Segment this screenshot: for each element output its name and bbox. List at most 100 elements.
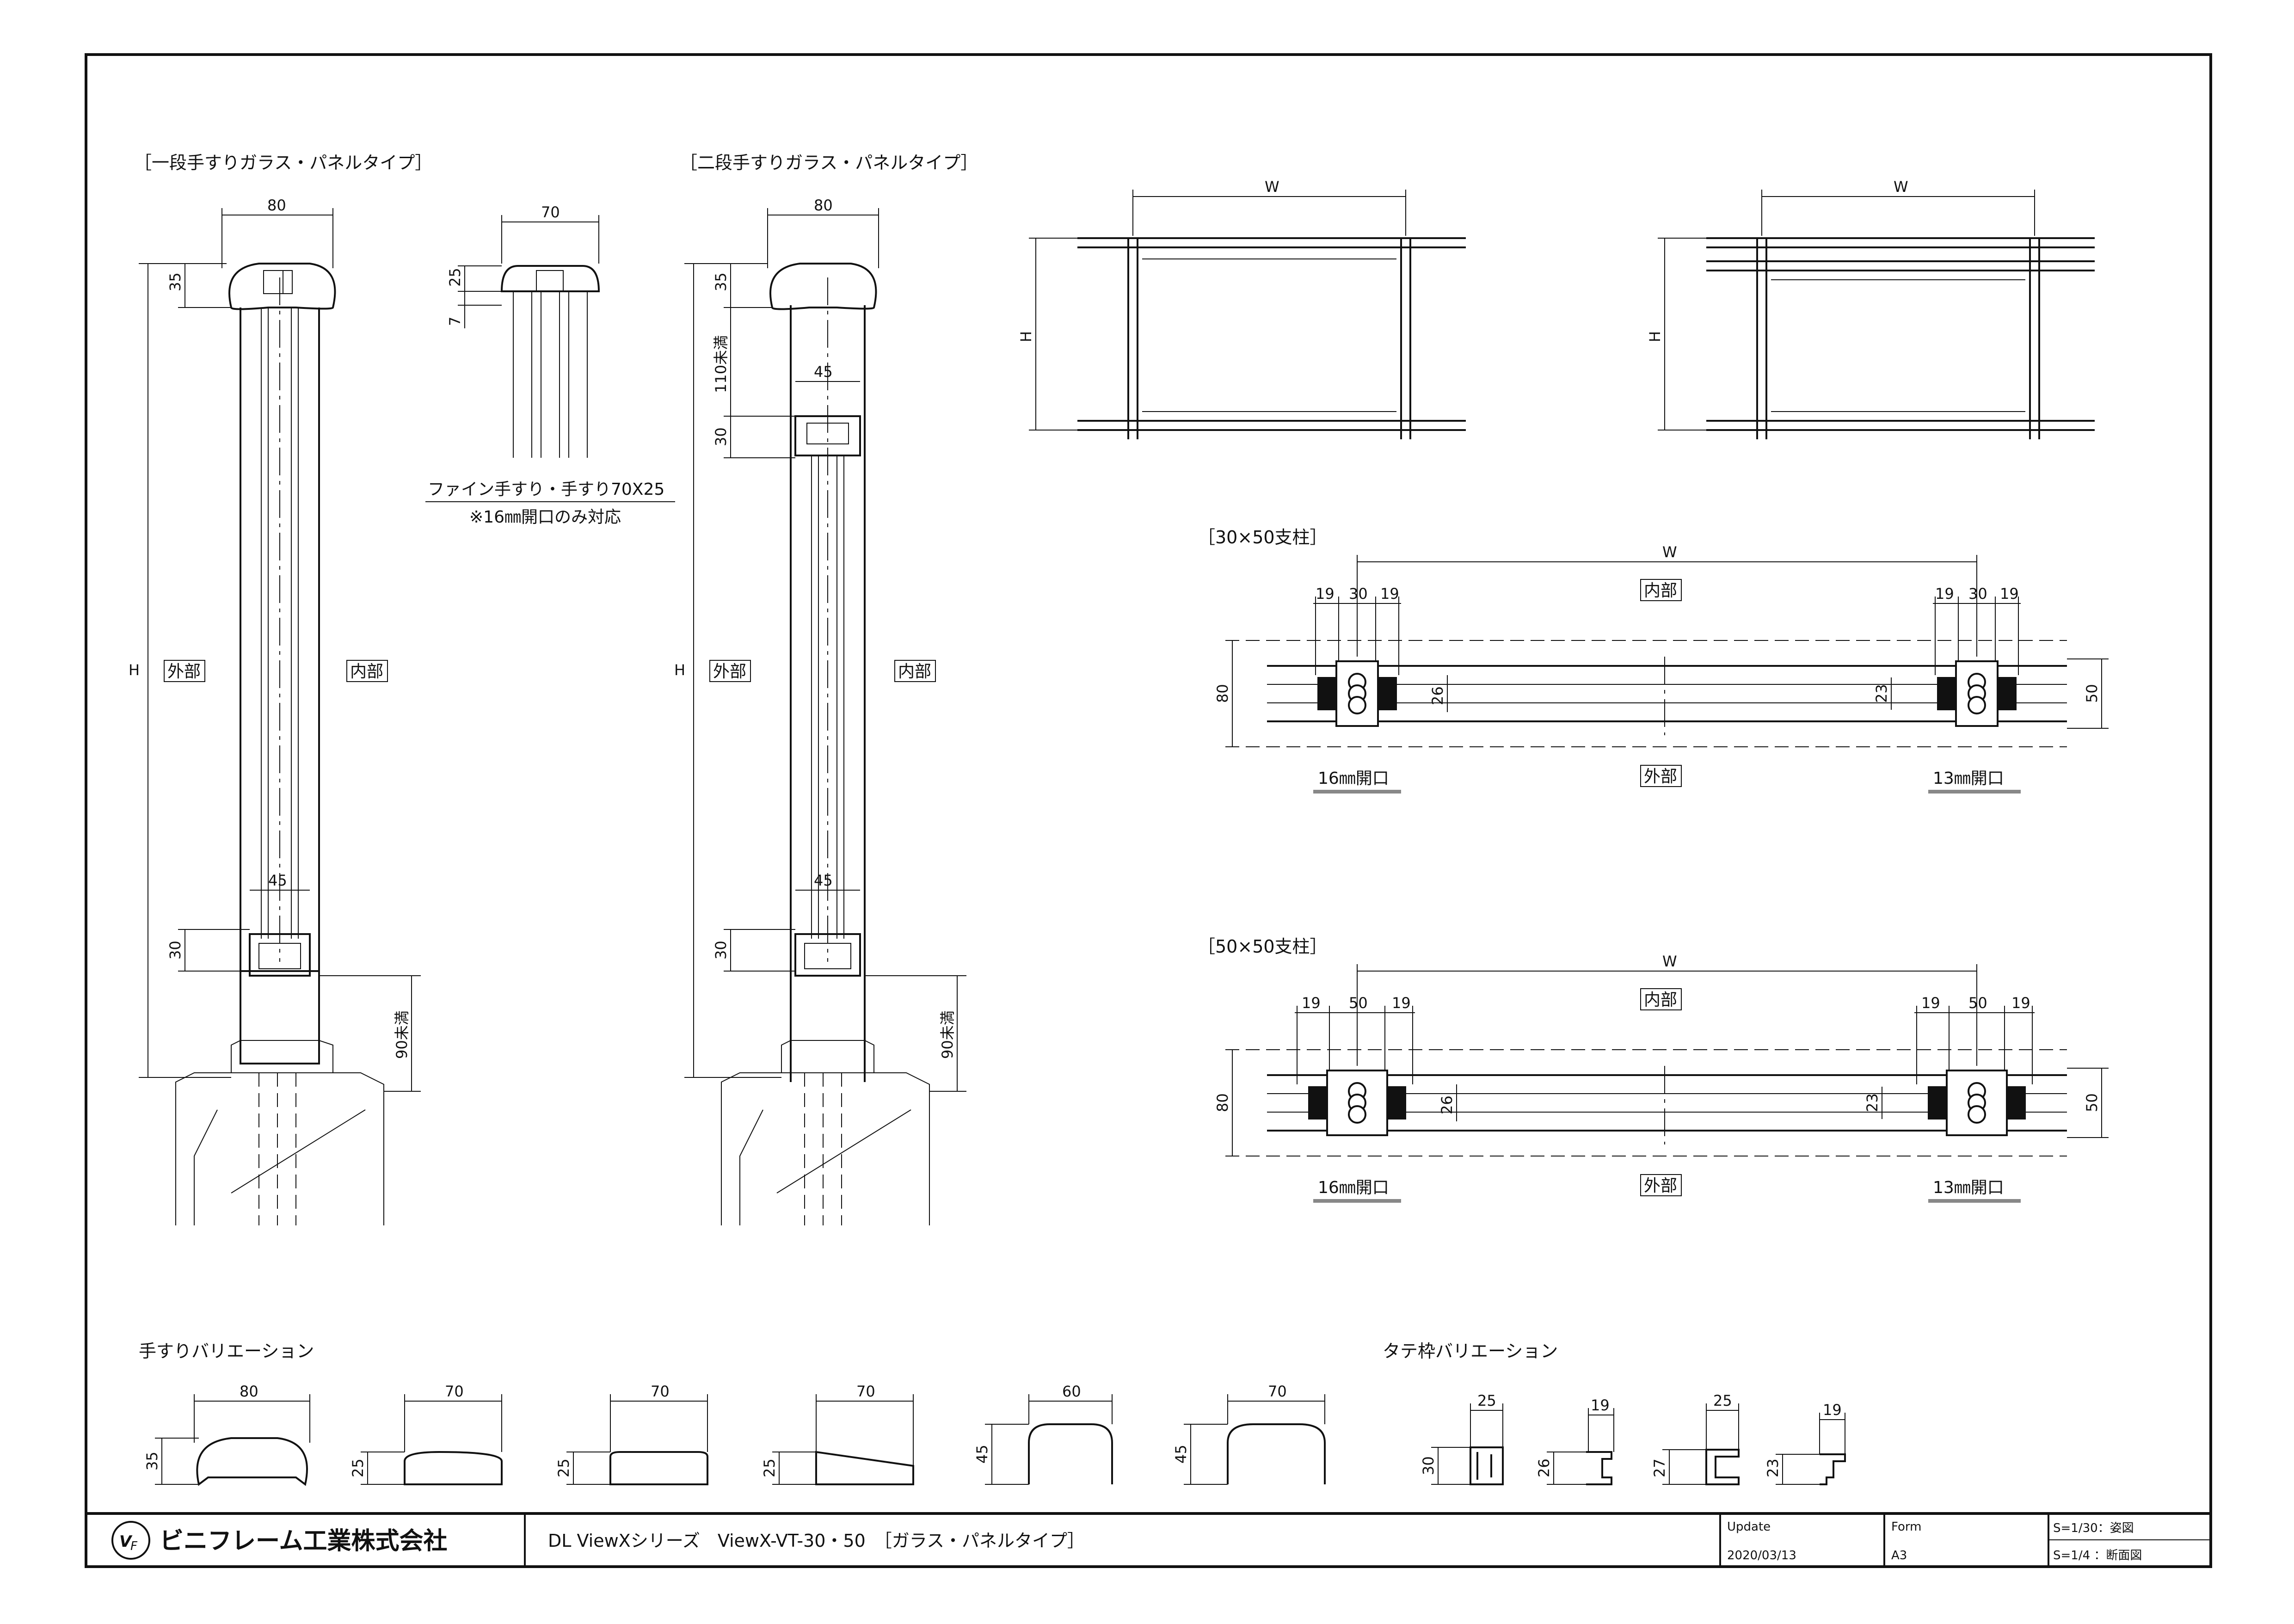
dim-25-var3: 25 [555, 1458, 572, 1477]
plan-50x50: W 19 50 19 19 50 19 80 50 26 23 内部 外部 16… [1214, 953, 2109, 1203]
dim-70-var4: 70 [856, 1383, 875, 1400]
dim-80-double: 80 [814, 197, 833, 214]
plan-30x50: W 19 30 19 19 30 19 80 50 26 23 内部 外部 16… [1214, 543, 2109, 794]
slab-outline-double [721, 1072, 930, 1225]
dim-W-50x50: W [1662, 953, 1677, 970]
dim-25-frame1: 25 [1477, 1392, 1496, 1409]
company-logo [111, 1521, 150, 1560]
dim-W-elev-double: W [1894, 178, 1908, 196]
update-label: Update [1727, 1520, 1771, 1534]
frame-variations: 25 30 19 26 25 27 [1420, 1392, 1846, 1485]
dim-23-frame4: 23 [1764, 1458, 1782, 1477]
dim-70-var2: 70 [445, 1383, 464, 1400]
title-block: V F ビニフレーム工業株式会社 DL ViewXシリーズ ViewX-VT-3… [86, 1512, 2211, 1567]
label-interior-double: 内部 [898, 662, 931, 681]
section-title-post-50x50: ［50×50支柱］ [1198, 936, 1328, 957]
single-rail-section: 80 H 35 45 30 90未満 外部 内部 [129, 197, 421, 1225]
dim-70-var3: 70 [651, 1383, 670, 1400]
dim-45-double-bottom: 45 [814, 872, 833, 889]
dim-23-30x50: 23 [1873, 684, 1890, 703]
dim-26-30x50: 26 [1429, 686, 1446, 705]
frame-variation-19x23: 19 23 [1764, 1401, 1846, 1485]
scale-elevation: S=1/30：姿図 [2053, 1521, 2134, 1535]
frame-variation-19x26: 19 26 [1535, 1396, 1614, 1485]
dim-70-var6: 70 [1268, 1383, 1287, 1400]
section-title-single-rail: ［一段手すりガラス・パネルタイプ］ [134, 153, 432, 173]
dim-80-50x50: 80 [1214, 1093, 1231, 1112]
label-interior-30x50: 内部 [1644, 581, 1677, 600]
slab-outline-single [175, 1072, 384, 1225]
dim-25-frame3: 25 [1713, 1392, 1732, 1409]
dim-110-double: 110未満 [712, 335, 730, 393]
fine-handrail-profile [500, 265, 600, 292]
fine-handrail-note: ※16㎜開口のみ対応 [469, 508, 621, 527]
dim-45-double-top: 45 [814, 363, 833, 381]
label-16-50x50: 16㎜開口 [1318, 1178, 1389, 1197]
dim-H-elev-double: H [1646, 331, 1664, 342]
frame-variation-25x30: 25 30 [1420, 1392, 1504, 1485]
scale-section: S=1/4 ：断面図 [2053, 1549, 2142, 1562]
label-13-30x50: 13㎜開口 [1933, 769, 2004, 788]
dim-19-30x50-r1: 19 [1935, 585, 1954, 603]
dim-19-50x50-r1: 19 [1921, 994, 1940, 1012]
company-name: ビニフレーム工業株式会社 [160, 1527, 447, 1555]
dim-19-30x50-r2: 19 [2000, 585, 2019, 603]
dim-30-frame1: 30 [1420, 1456, 1437, 1475]
dim-35-single: 35 [166, 272, 184, 291]
dim-90-double: 90未満 [939, 1010, 956, 1059]
dim-80-single: 80 [267, 197, 286, 214]
label-exterior-30x50: 外部 [1644, 767, 1677, 786]
dim-19-frame2: 19 [1591, 1396, 1610, 1414]
dim-50-50x50-depth: 50 [2083, 1093, 2101, 1112]
dim-27-frame3: 27 [1651, 1458, 1668, 1477]
section-title-frame-variations: タテ枠バリエーション [1383, 1341, 1558, 1361]
handrail-variation-80x35: 80 35 [143, 1383, 310, 1486]
dim-50-30x50: 50 [2083, 684, 2101, 703]
dim-19-30x50-l2: 19 [1380, 585, 1399, 603]
handrail-variation-70x25-round: 70 25 [349, 1383, 503, 1485]
svg-text:V: V [119, 1532, 133, 1551]
dim-50-50x50-l: 50 [1349, 994, 1368, 1012]
single-handrail-profile [228, 263, 336, 310]
dim-H-double: H [674, 661, 685, 679]
section-title-handrail-variations: 手すりバリエーション [139, 1341, 314, 1361]
dim-35-var1: 35 [143, 1452, 161, 1470]
dim-19-50x50-l1: 19 [1302, 994, 1321, 1012]
handrail-variation-70x25-slope: 70 25 [761, 1383, 914, 1485]
dim-30-single: 30 [166, 941, 184, 960]
dim-30-double-top: 30 [712, 427, 730, 446]
dim-45-var6: 45 [1172, 1445, 1190, 1464]
drawing-title: DL ViewXシリーズ ViewX-VT-30・50 ［ガラス・パネルタイプ］ [548, 1531, 1085, 1551]
dim-45-var5: 45 [973, 1445, 991, 1464]
dim-W-30x50: W [1662, 543, 1677, 561]
update-date: 2020/03/13 [1727, 1549, 1796, 1562]
form-label: Form [1891, 1520, 1922, 1534]
svg-text:F: F [130, 1539, 138, 1553]
dim-45-single: 45 [268, 872, 287, 889]
dim-25-var2: 25 [349, 1458, 367, 1477]
dim-80-var1: 80 [240, 1383, 258, 1400]
handrail-variation-70x45: 70 45 [1172, 1383, 1326, 1485]
dim-19-50x50-r2: 19 [2011, 994, 2030, 1012]
dim-50-50x50-r: 50 [1968, 994, 1987, 1012]
dim-H-elev-single: H [1017, 331, 1035, 342]
dim-W-elev-single: W [1265, 178, 1279, 196]
frame-variation-25x27: 25 27 [1651, 1392, 1740, 1485]
dim-23-50x50: 23 [1863, 1093, 1881, 1112]
dim-80-30x50: 80 [1214, 684, 1231, 703]
form-value: A3 [1891, 1549, 1907, 1562]
dim-25-var4: 25 [761, 1458, 778, 1477]
handrail-variation-60x45: 60 45 [973, 1383, 1113, 1485]
label-interior-single: 内部 [350, 662, 383, 681]
section-title-double-rail: ［二段手すりガラス・パネルタイプ］ [680, 153, 978, 173]
label-interior-50x50: 内部 [1644, 990, 1677, 1009]
dim-35-double: 35 [712, 272, 730, 291]
label-exterior-single: 外部 [167, 662, 201, 681]
dim-7-fine: 7 [446, 317, 464, 326]
label-16-30x50: 16㎜開口 [1318, 769, 1389, 788]
dim-19-frame4: 19 [1823, 1401, 1842, 1419]
label-exterior-double: 外部 [713, 662, 746, 681]
handrail-variation-70x25-flat: 70 25 [555, 1383, 708, 1485]
